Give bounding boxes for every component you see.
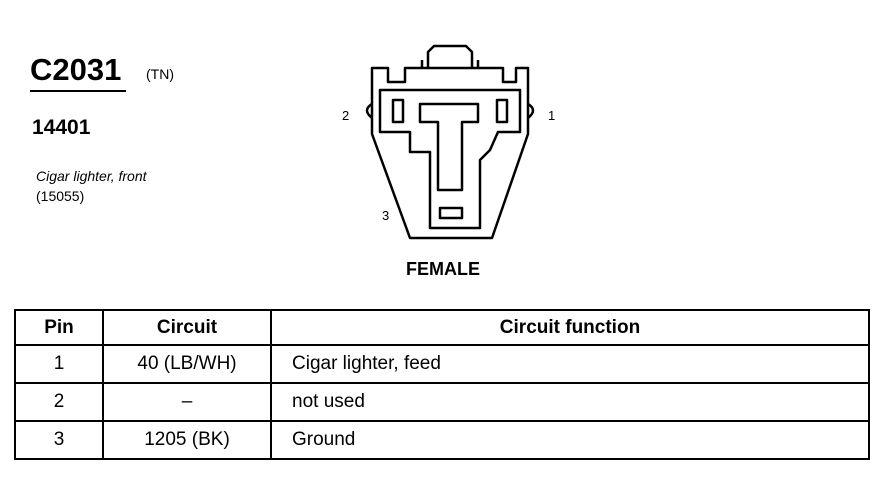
header-circuit-function: Circuit function bbox=[270, 309, 870, 346]
connector-id-underline bbox=[30, 90, 126, 92]
cell-circuit: 40 (LB/WH) bbox=[102, 344, 272, 384]
header-pin: Pin bbox=[14, 309, 104, 346]
cell-pin: 3 bbox=[14, 420, 104, 460]
cell-circuit-function: not used bbox=[270, 382, 870, 422]
cell-pin: 2 bbox=[14, 382, 104, 422]
connector-id: C2031 bbox=[30, 52, 122, 87]
header-circuit: Circuit bbox=[102, 309, 272, 346]
pin-slot-1 bbox=[495, 98, 509, 124]
connector-side-tab-left bbox=[365, 102, 373, 119]
connector-side-tab-right bbox=[527, 102, 535, 119]
cell-circuit-function: Ground bbox=[270, 420, 870, 460]
pin-table: Pin Circuit Circuit function 1 40 (LB/WH… bbox=[14, 309, 870, 460]
connector-color-code: (TN) bbox=[146, 66, 174, 82]
cell-pin: 1 bbox=[14, 344, 104, 384]
table-row: 1 40 (LB/WH) Cigar lighter, feed bbox=[14, 344, 870, 384]
cell-circuit: – bbox=[102, 382, 272, 422]
cell-circuit: 1205 (BK) bbox=[102, 420, 272, 460]
component-code: (15055) bbox=[36, 188, 85, 204]
pin-label-3: 3 bbox=[382, 208, 389, 223]
pin-slot-3 bbox=[438, 206, 464, 220]
pin-label-2: 2 bbox=[342, 108, 349, 123]
pin-slot-center-blade bbox=[418, 102, 480, 192]
cell-circuit-function: Cigar lighter, feed bbox=[270, 344, 870, 384]
table-row: 3 1205 (BK) Ground bbox=[14, 420, 870, 460]
pin-label-1: 1 bbox=[548, 108, 555, 123]
part-number: 14401 bbox=[32, 116, 91, 139]
connector-outline bbox=[370, 66, 530, 240]
connector-face-diagram: 2 1 3 bbox=[342, 44, 555, 240]
connector-latch bbox=[426, 44, 474, 68]
connector-gender: FEMALE bbox=[406, 259, 480, 279]
table-header-row: Pin Circuit Circuit function bbox=[14, 309, 870, 346]
connector-cavity bbox=[378, 88, 522, 230]
pin-slot-2 bbox=[391, 98, 405, 124]
table-row: 2 – not used bbox=[14, 382, 870, 422]
component-description: Cigar lighter, front bbox=[36, 168, 147, 184]
